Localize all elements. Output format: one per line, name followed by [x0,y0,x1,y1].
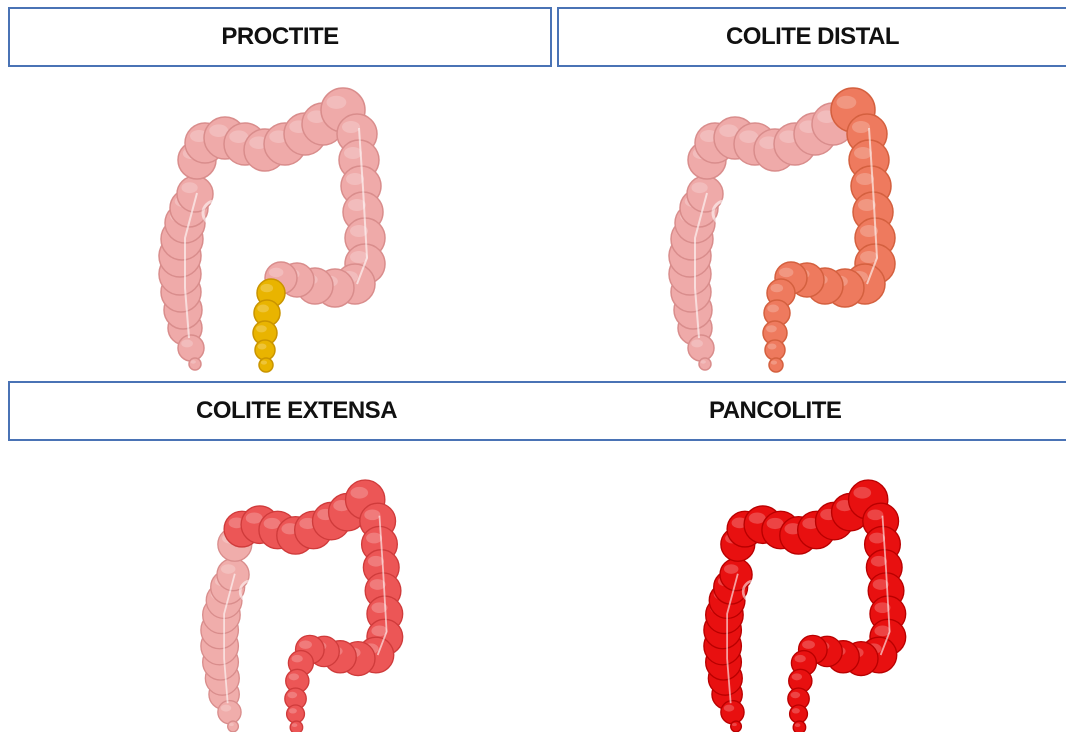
colon-segment-cecum [178,335,204,370]
haustra-highlight [257,305,269,313]
haustra-bulge [218,701,241,724]
haustra-bulge [793,721,806,732]
haustra-highlight [795,655,806,663]
haustra-highlight [802,640,815,649]
haustra-highlight [732,723,737,726]
label-pancolite: PANCOLITE [709,383,841,439]
colon-segment-descending [847,114,895,284]
colon-segment-cecum [218,701,241,732]
haustra-highlight [724,564,738,574]
haustra-bulge [699,358,711,370]
label-box-bottom-row: COLITE EXTENSA PANCOLITE [8,381,1066,441]
haustra-bulge [687,176,723,212]
label-colite-extensa: COLITE EXTENSA [196,383,397,439]
haustra-highlight [767,305,779,313]
haustra-highlight [221,564,235,574]
label-box-proctite: PROCTITE [8,7,552,67]
haustra-highlight [292,655,303,663]
colon-segment-rectum [788,651,817,732]
haustra-highlight [269,268,283,278]
haustra-highlight [258,344,267,350]
haustra-highlight [221,705,231,712]
haustra-highlight [288,692,298,698]
label-proctite: PROCTITE [221,23,338,51]
haustra-highlight [261,360,267,364]
haustra-highlight [766,325,777,332]
colon-segment-rectum [285,651,314,732]
colon-illustration-pancolite [678,480,928,730]
colon-segment-transverse [224,493,366,554]
colon-segment-cecum [688,335,714,370]
colon-segment-descending [863,503,906,655]
haustra-highlight [191,360,196,364]
haustra-highlight [701,360,706,364]
colon-illustration-proctite [145,88,395,368]
haustra-highlight [366,533,382,544]
haustra-highlight [344,147,362,159]
haustra-highlight [791,692,801,698]
haustra-highlight [852,121,870,133]
haustra-highlight [854,147,872,159]
haustra-bulge [721,701,744,724]
haustra-highlight [691,340,703,348]
haustra-highlight [261,284,274,292]
haustra-bulge [790,705,808,723]
colon-segment-transverse [695,103,854,171]
haustra-highlight [853,487,871,499]
haustra-bulge [177,176,213,212]
haustra-highlight [779,268,793,278]
haustra-highlight [229,723,234,726]
colon-illustration-colite-extensa [175,480,425,730]
haustra-highlight [837,96,857,109]
colon-segment-transverse [185,103,344,171]
haustra-highlight [724,705,734,712]
haustra-bulge [259,358,273,372]
haustra-highlight [869,533,885,544]
haustra-highlight [181,340,193,348]
haustra-highlight [364,509,380,520]
haustra-highlight [299,640,312,649]
colon-segment-cecum [721,701,744,732]
haustra-highlight [256,325,267,332]
haustra-highlight [771,360,777,364]
haustra-highlight [182,182,198,193]
haustra-bulge [189,358,201,370]
haustra-highlight [792,673,802,680]
haustra-highlight [792,708,800,713]
haustra-highlight [292,723,298,727]
colon-segment-descending [337,114,385,284]
haustra-highlight [289,673,299,680]
haustra-highlight [692,182,708,193]
colon-segment-transverse [727,493,869,554]
haustra-highlight [771,284,784,292]
haustra-bulge [255,340,275,360]
haustra-bulge [287,705,305,723]
colon-illustration-colite-distal [655,88,905,368]
colon-segment-rectum [253,279,285,372]
label-box-colite-distal: COLITE DISTAL [557,7,1066,67]
haustra-highlight [768,344,777,350]
haustra-bulge [769,358,783,372]
haustra-bulge [688,335,714,361]
haustra-highlight [867,509,883,520]
haustra-bulge [720,559,752,591]
haustra-highlight [795,723,801,727]
haustra-highlight [327,96,347,109]
haustra-bulge [290,721,303,732]
haustra-highlight [342,121,360,133]
colon-segment-descending [360,503,403,655]
haustra-bulge [228,721,239,732]
haustra-highlight [289,708,297,713]
label-colite-distal: COLITE DISTAL [726,23,899,51]
haustra-bulge [178,335,204,361]
haustra-bulge [731,721,742,732]
haustra-bulge [765,340,785,360]
haustra-bulge [217,559,249,591]
haustra-highlight [350,487,368,499]
colon-segment-rectum [763,279,795,372]
